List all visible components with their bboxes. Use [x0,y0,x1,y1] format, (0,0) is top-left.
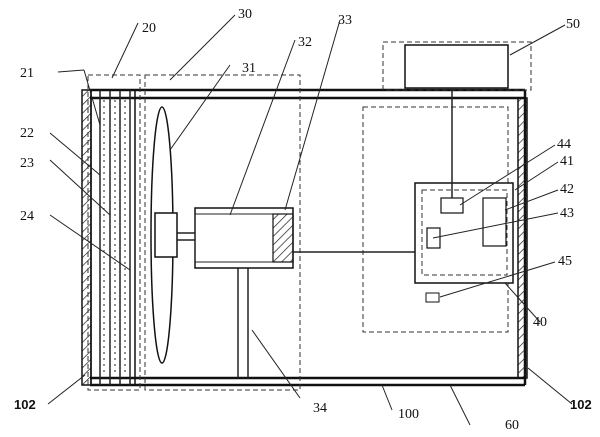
unit-50 [404,44,509,89]
component-module [482,197,507,247]
label-30: 30 [238,7,252,22]
label-45: 45 [558,254,572,269]
label-100: 100 [398,407,419,422]
label-102-right: 102 [570,397,592,412]
sensor-45 [425,292,440,303]
leader-lines [47,14,573,426]
region-50 [382,41,532,91]
label-40: 40 [533,315,547,330]
controller-inner-42 [421,189,508,276]
label-34: 34 [313,401,327,416]
label-20: 20 [142,21,156,36]
label-33: 33 [338,13,352,28]
label-50: 50 [566,17,580,32]
label-32: 32 [298,35,312,50]
label-41: 41 [560,154,574,169]
label-42: 42 [560,182,574,197]
label-22: 22 [20,126,34,141]
label-31: 31 [242,61,256,76]
label-44: 44 [557,137,571,152]
label-21: 21 [20,66,34,81]
label-23: 23 [20,156,34,171]
label-102-left: 102 [14,397,36,412]
fan-hub [154,212,178,258]
label-24: 24 [20,209,34,224]
label-43: 43 [560,206,574,221]
region-30 [144,74,301,391]
filter-stack [90,89,136,386]
right-wall-102 [517,97,528,379]
label-60: 60 [505,418,519,433]
motor-end-33 [272,213,294,263]
component-44 [440,197,464,214]
region-20 [87,74,141,391]
